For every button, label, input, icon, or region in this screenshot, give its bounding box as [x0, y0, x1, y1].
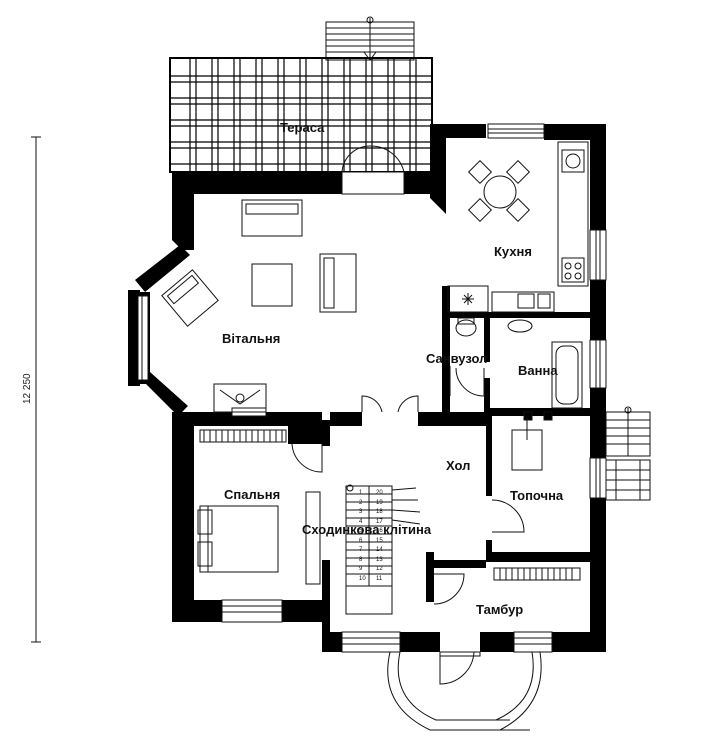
stair-step-number: 9 — [359, 566, 363, 572]
dimension-line — [31, 136, 41, 643]
room-label-bathroom-wc: Санвузол — [426, 351, 488, 366]
stair-step-number: 1 — [359, 490, 363, 496]
stair-step-number: 17 — [376, 518, 383, 525]
room-label-boiler-room: Топочна — [510, 488, 564, 503]
living-room-furniture — [161, 199, 357, 413]
bathroom-fixtures — [455, 317, 583, 421]
stair-step-number: 10 — [359, 575, 366, 582]
room-label-hall: Хол — [446, 458, 471, 473]
room-label-staircase: Сходинкова клітина — [302, 522, 432, 537]
stair-step-number: 18 — [376, 509, 383, 515]
stair-step-number: 2 — [359, 499, 363, 506]
stair-step-number: 13 — [376, 556, 383, 563]
terrace-floor-grid — [169, 57, 433, 173]
room-label-kitchen: Кухня — [494, 244, 532, 259]
entrance-porch — [387, 651, 542, 731]
walls — [128, 124, 606, 652]
terrace-steps — [325, 16, 415, 61]
stair-step-number: 3 — [359, 509, 363, 515]
stair-step-number: 20 — [376, 490, 383, 496]
kitchen-furniture — [447, 141, 589, 313]
windows — [137, 123, 607, 653]
side-steps — [605, 406, 651, 501]
terrace-door — [341, 145, 405, 173]
stair-step-number: 4 — [359, 518, 363, 525]
room-label-living-room: Вітальня — [222, 331, 281, 346]
room-label-vestibule: Тамбур — [476, 602, 524, 617]
room-label-terrace: Тераса — [280, 120, 325, 135]
stair-step-number: 14 — [376, 547, 383, 553]
bedroom-furniture — [197, 491, 321, 585]
stair-step-number: 12 — [376, 566, 383, 572]
room-label-bath: Ванна — [518, 363, 558, 378]
overall-dimension-label: 12 250 — [22, 373, 33, 404]
stair-step-number: 11 — [376, 575, 383, 582]
stair-step-number: 15 — [376, 537, 383, 544]
boiler — [511, 418, 543, 471]
stair-step-number: 7 — [359, 547, 363, 553]
stair-step-number: 16 — [376, 528, 383, 534]
stair-step-number: 19 — [376, 499, 383, 506]
room-label-bedroom: Спальня — [224, 487, 281, 502]
staircase — [345, 484, 421, 615]
stair-step-number: 5 — [359, 528, 363, 534]
stair-step-number: 8 — [359, 556, 363, 563]
stair-step-number: 6 — [359, 537, 363, 544]
interior-doors — [291, 366, 525, 605]
